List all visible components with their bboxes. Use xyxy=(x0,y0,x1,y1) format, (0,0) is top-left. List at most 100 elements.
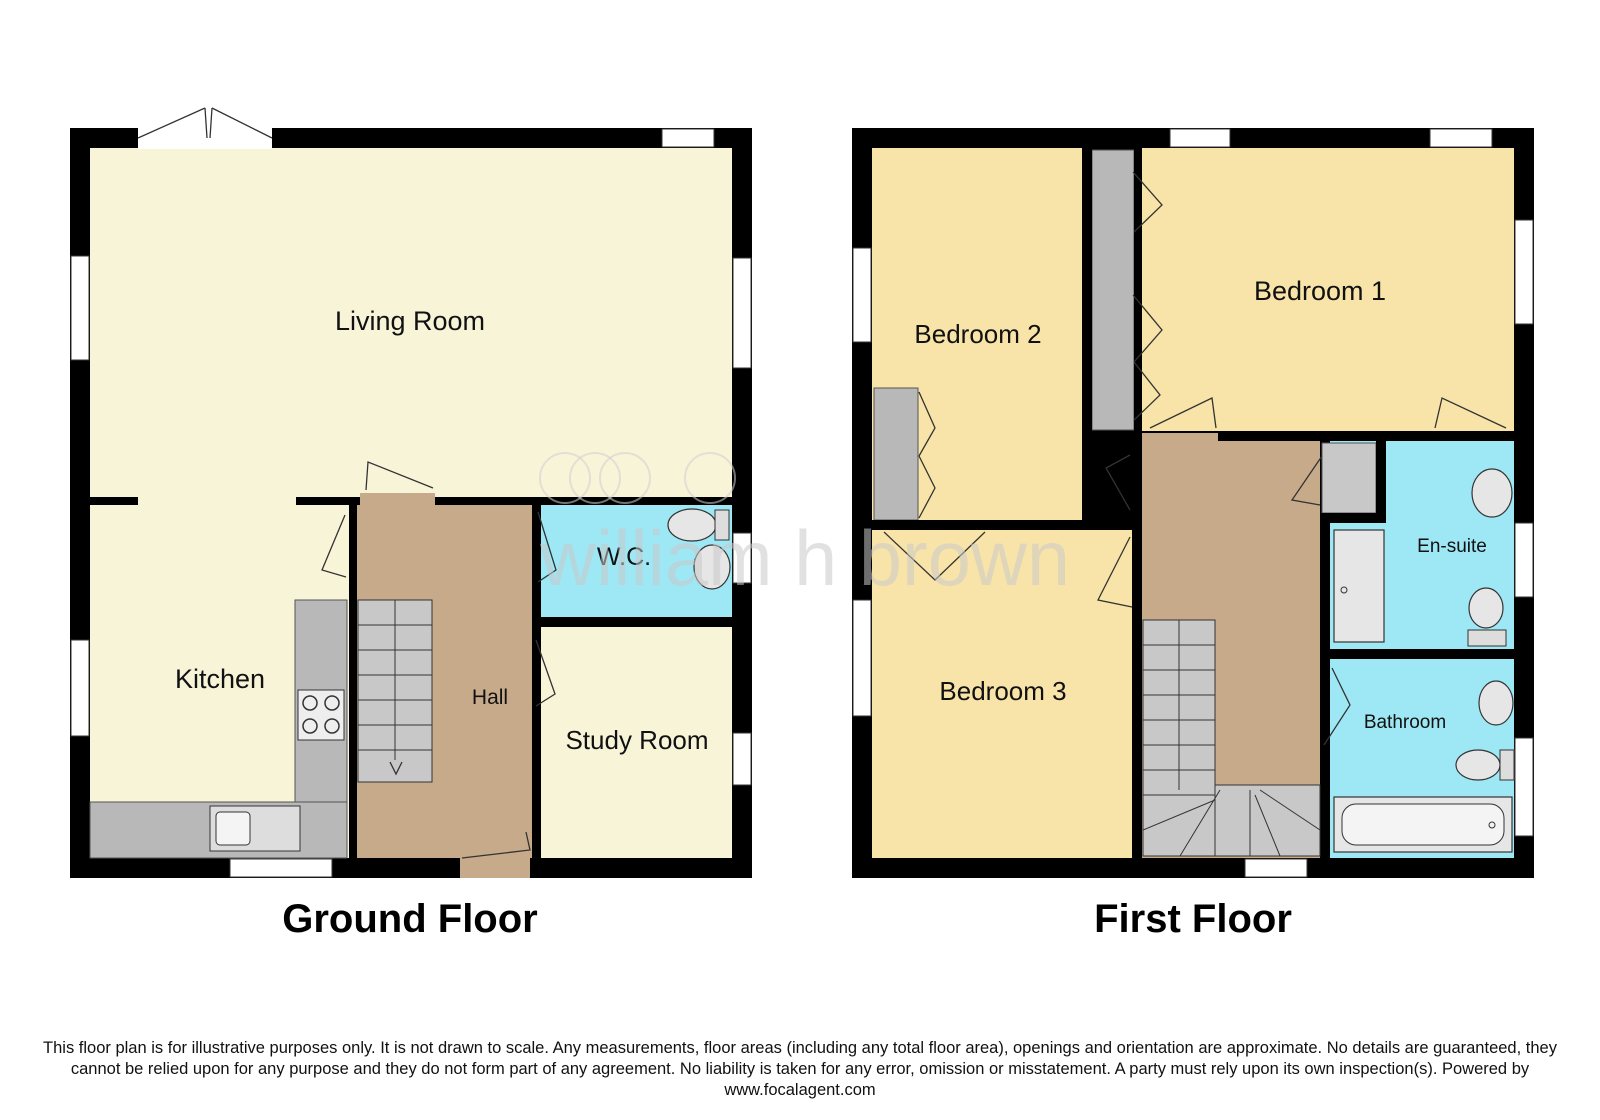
internal-wall xyxy=(541,617,732,627)
hob-burner-icon xyxy=(302,695,318,711)
watermark-logo-icon xyxy=(569,452,621,504)
internal-wall xyxy=(1082,148,1092,433)
wardrobe-door-icon xyxy=(1132,171,1163,421)
stair-treads-icon xyxy=(1143,620,1215,796)
bedroom-1-area xyxy=(1141,148,1514,431)
door-swing-icon xyxy=(321,514,347,578)
window-icon xyxy=(70,255,90,361)
window-icon xyxy=(1514,522,1534,598)
first-floor-plan: Bedroom 1 Bedroom 2 Bedroom 3 En-suite B… xyxy=(852,128,1534,941)
kitchen-label: Kitchen xyxy=(175,664,265,694)
wardrobe-door-icon xyxy=(918,391,936,519)
living-room-label: Living Room xyxy=(335,306,485,336)
ground-floor-title: Ground Floor xyxy=(282,897,538,941)
window-icon xyxy=(1169,128,1231,148)
bedroom-3-area xyxy=(872,530,1132,858)
bathroom-label: Bathroom xyxy=(1364,712,1446,733)
basin-icon xyxy=(1471,468,1513,518)
door-swing-icon xyxy=(1097,536,1133,608)
door-swing-icon xyxy=(1323,667,1351,746)
internal-wall xyxy=(532,505,541,858)
bath-inner-icon xyxy=(1341,803,1505,846)
internal-wall xyxy=(1132,441,1142,511)
toilet-cistern-icon xyxy=(714,509,730,541)
french-doors-icon xyxy=(137,107,273,139)
bedroom-2-wardrobe xyxy=(873,387,919,521)
internal-wall xyxy=(296,497,360,505)
window-icon xyxy=(732,532,752,584)
basin-icon xyxy=(1478,680,1514,726)
hall-door-opening xyxy=(360,493,435,507)
window-icon xyxy=(1514,219,1534,325)
front-door-opening xyxy=(460,858,530,878)
first-floor-title: First Floor xyxy=(1094,897,1292,941)
window-icon xyxy=(732,257,752,369)
window-icon xyxy=(852,599,872,717)
hob-burner-icon xyxy=(302,718,318,734)
window-icon xyxy=(1429,128,1493,148)
toilet-icon xyxy=(1468,587,1504,629)
hall-label: Hall xyxy=(472,686,508,709)
watermark-text: william h brown xyxy=(539,514,1070,602)
basin-icon xyxy=(693,544,731,590)
stair-arrow-icon xyxy=(389,761,403,776)
disclaimer-text: This floor plan is for illustrative purp… xyxy=(43,1039,1557,1099)
window-icon xyxy=(1244,858,1308,878)
internal-wall xyxy=(1330,513,1386,523)
shower-drain-icon xyxy=(1340,586,1348,594)
toilet-cistern-icon xyxy=(1467,629,1507,647)
hob-burner-icon xyxy=(324,695,340,711)
living-room-area xyxy=(90,148,732,497)
internal-wall xyxy=(1218,431,1433,441)
kitchen-living-opening xyxy=(138,495,296,507)
french-doors-opening xyxy=(138,127,272,149)
internal-wall xyxy=(90,497,138,505)
hob-burner-icon xyxy=(324,718,340,734)
bedroom-2-label: Bedroom 2 xyxy=(914,319,1041,349)
airing-cupboard xyxy=(1321,442,1377,514)
ground-floor-plan: Living Room Kitchen Hall W.C. Study Room… xyxy=(70,107,752,941)
study-room-area xyxy=(541,627,732,858)
door-swing-icon xyxy=(1105,454,1131,511)
window-icon xyxy=(661,128,715,148)
sink-bowl-icon xyxy=(215,811,251,846)
stair-treads-icon xyxy=(358,600,432,760)
internal-wall xyxy=(1134,148,1142,433)
toilet-icon xyxy=(1455,749,1501,781)
door-swing-icon xyxy=(1290,455,1323,506)
watermark: william h brown xyxy=(539,452,1070,602)
internal-wall xyxy=(872,520,1116,530)
door-swing-icon xyxy=(365,461,434,491)
watermark-logo-icon xyxy=(599,452,651,504)
study-room-label: Study Room xyxy=(565,725,708,755)
bedroom-1-label: Bedroom 1 xyxy=(1254,276,1386,306)
internal-wall xyxy=(1330,649,1514,659)
shower-tray-icon xyxy=(1333,529,1385,643)
door-swing-icon xyxy=(461,831,531,859)
watermark-logo-icon xyxy=(539,452,591,504)
internal-wall xyxy=(1092,431,1130,441)
en-suite-label: En-suite xyxy=(1417,536,1487,557)
window-icon xyxy=(852,247,872,343)
window-icon xyxy=(732,732,752,786)
window-icon xyxy=(229,858,333,878)
door-swing-icon xyxy=(535,639,556,707)
door-swing-icon xyxy=(537,511,557,583)
watermark-logo-icon xyxy=(684,452,736,504)
internal-wall xyxy=(349,497,357,858)
stair-winder-lines-icon xyxy=(1142,789,1321,857)
door-swing-icon xyxy=(1149,397,1217,429)
bedroom-3-label: Bedroom 3 xyxy=(939,676,1066,706)
bedroom-1-wardrobe xyxy=(1091,149,1135,431)
window-icon xyxy=(70,639,90,737)
wc-label: W.C. xyxy=(597,543,651,571)
toilet-cistern-icon xyxy=(1499,749,1515,781)
bath-plug-icon xyxy=(1488,821,1496,829)
window-icon xyxy=(1514,737,1534,837)
internal-wall xyxy=(1376,441,1386,513)
wardrobe-door-icon xyxy=(883,531,986,581)
internal-wall xyxy=(1132,530,1142,858)
door-swing-icon xyxy=(1434,397,1507,429)
stair-winder-icon xyxy=(1214,784,1321,857)
